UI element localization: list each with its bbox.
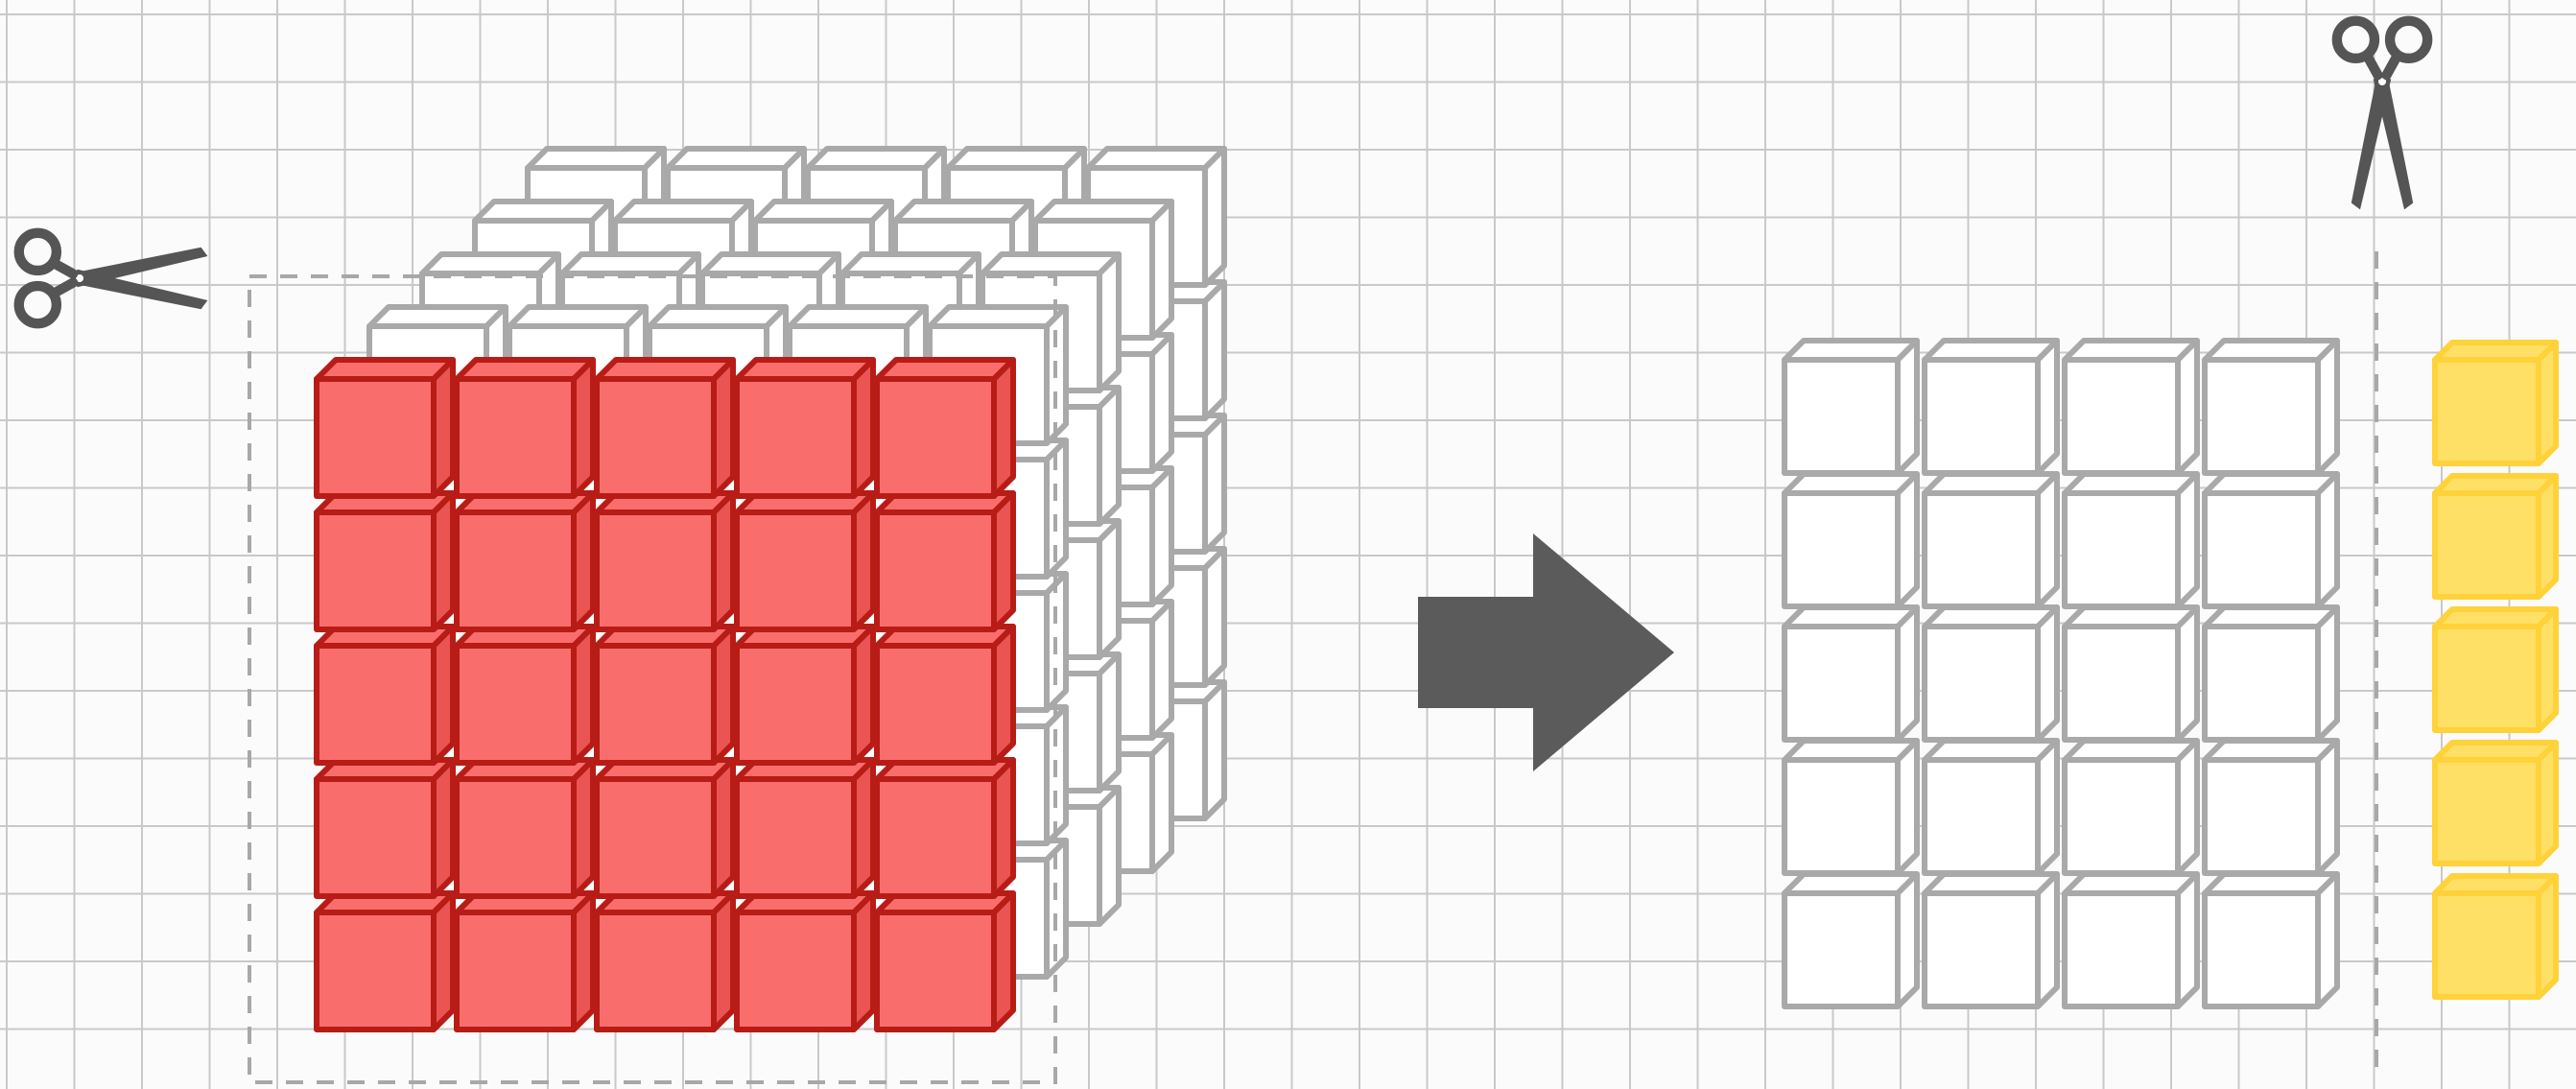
red-cube — [594, 357, 736, 499]
red-cube — [874, 624, 1016, 766]
red-cube — [314, 890, 456, 1032]
red-cube — [594, 490, 736, 632]
red-cube — [594, 624, 736, 766]
gray-cube — [2202, 471, 2340, 609]
red-cube — [594, 757, 736, 899]
gray-cube — [2062, 471, 2200, 609]
gray-cube — [1782, 738, 1920, 876]
yellow-cube — [2432, 473, 2559, 600]
gray-cube — [1782, 471, 1920, 609]
red-cube — [734, 624, 876, 766]
scissors-icon — [13, 227, 208, 329]
red-cube — [454, 490, 596, 632]
gray-cube — [2062, 604, 2200, 743]
gray-cube — [2062, 871, 2200, 1009]
gray-cube — [1782, 338, 1920, 476]
red-cube — [314, 757, 456, 899]
gray-cube — [2202, 871, 2340, 1009]
gray-cube — [1922, 738, 2060, 876]
red-cube — [734, 357, 876, 499]
gray-cube — [1922, 338, 2060, 476]
gray-cube — [1782, 871, 1920, 1009]
red-cube — [314, 490, 456, 632]
gray-cube — [1922, 471, 2060, 609]
yellow-cube-column — [2432, 340, 2559, 1000]
red-cube-layer — [314, 357, 1016, 1032]
red-cube — [594, 890, 736, 1032]
red-cube — [454, 890, 596, 1032]
red-cube — [314, 624, 456, 766]
red-cube — [874, 490, 1016, 632]
yellow-cube — [2432, 740, 2559, 866]
yellow-cube — [2432, 873, 2559, 1000]
gray-cube-grid-right — [1782, 338, 2340, 1009]
red-cube — [314, 357, 456, 499]
yellow-cube — [2432, 606, 2559, 733]
red-cube — [734, 757, 876, 899]
gray-cube — [2202, 338, 2340, 476]
red-cube — [874, 357, 1016, 499]
red-cube — [734, 890, 876, 1032]
yellow-cube — [2432, 340, 2559, 466]
red-cube — [734, 490, 876, 632]
red-cube — [454, 624, 596, 766]
red-cube — [454, 757, 596, 899]
gray-cube — [2062, 338, 2200, 476]
gray-cube — [1782, 604, 1920, 743]
right-arrow-icon — [1418, 533, 1674, 771]
gray-cube — [2202, 738, 2340, 876]
cut-dashed-rectangle — [248, 274, 1057, 1084]
gray-cube — [1922, 871, 2060, 1009]
red-cube — [454, 357, 596, 499]
gray-cube — [1922, 604, 2060, 743]
red-cube — [874, 757, 1016, 899]
gray-cube — [2062, 738, 2200, 876]
red-cube — [874, 890, 1016, 1032]
gray-cube — [2202, 604, 2340, 743]
scissors-icon — [2331, 15, 2433, 210]
